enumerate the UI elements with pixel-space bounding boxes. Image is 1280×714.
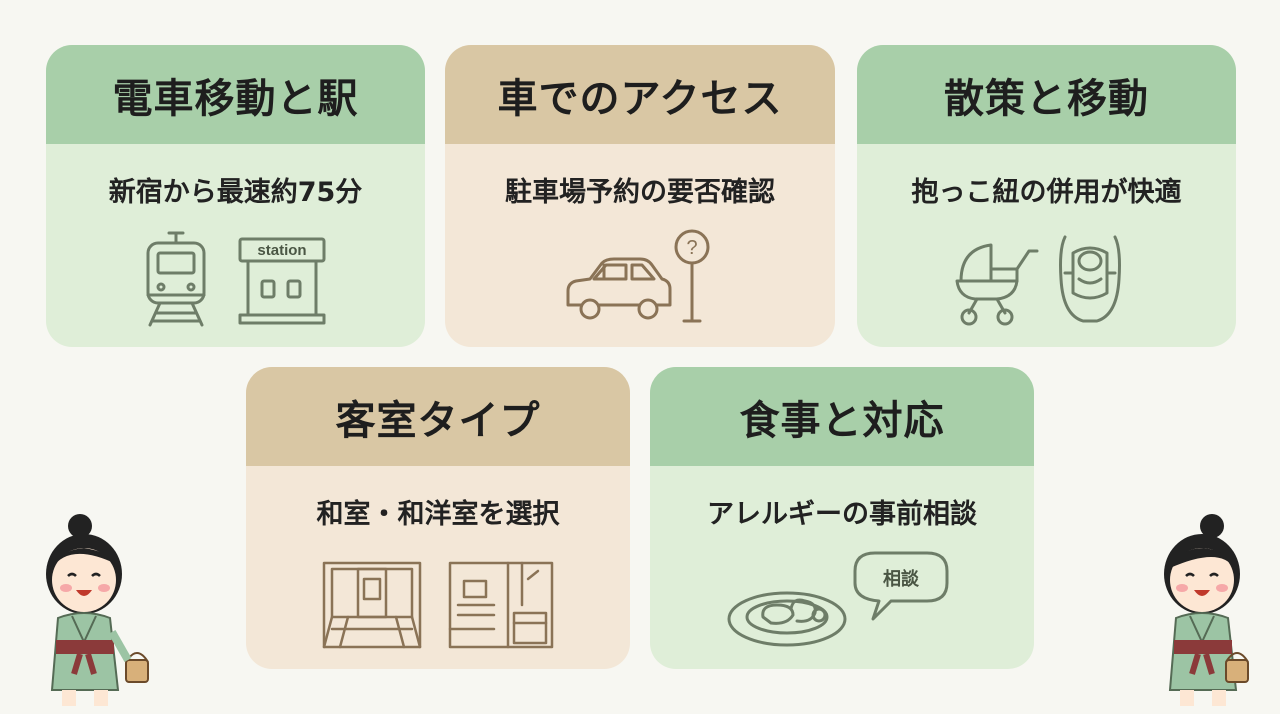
mascot-girl-icon (1164, 514, 1249, 706)
card-illustration: 相談 (650, 547, 1034, 651)
card-title: 散策と移動 (857, 45, 1236, 144)
card-meals: 食事と対応 アレルギーの事前相談 相談 (650, 367, 1034, 669)
svg-text:相談: 相談 (883, 568, 920, 590)
card-title: 客室タイプ (246, 367, 630, 466)
western-room-icon (448, 561, 554, 649)
card-subtitle: 和室・和洋室を選択 (316, 499, 560, 530)
baby-carrier-icon (1058, 235, 1121, 323)
card-illustration: station (46, 229, 425, 329)
station-icon: station (238, 237, 325, 325)
card-illustration (246, 559, 630, 651)
car-icon (566, 257, 672, 320)
stroller-icon (955, 243, 1038, 326)
mascot-girl-icon (46, 514, 149, 706)
train-icon (146, 231, 205, 327)
card-subtitle: アレルギーの事前相談 (707, 499, 977, 530)
card-illustration (857, 229, 1236, 329)
card-room-type: 客室タイプ 和室・和洋室を選択 (246, 367, 630, 669)
card-title: 電車移動と駅 (46, 45, 425, 144)
japanese-room-icon (322, 561, 422, 649)
card-car-access: 車でのアクセス 駐車場予約の要否確認 ? (445, 45, 835, 347)
card-title: 車でのアクセス (445, 45, 835, 144)
card-subtitle: 駐車場予約の要否確認 (505, 177, 775, 208)
svg-text:?: ? (686, 237, 697, 259)
svg-text:station: station (257, 242, 306, 259)
speech-bubble-icon: 相談 (853, 551, 949, 621)
card-title: 食事と対応 (650, 367, 1034, 466)
meal-plate-icon (727, 591, 847, 647)
card-subtitle: 新宿から最速約75分 (108, 177, 363, 208)
card-subtitle: 抱っこ紐の併用が快適 (911, 177, 1182, 208)
card-illustration: ? (445, 229, 835, 329)
question-sign-icon: ? (674, 229, 710, 323)
card-train-station: 電車移動と駅 新宿から最速約75分 (46, 45, 425, 347)
card-walking: 散策と移動 抱っこ紐の併用が快適 (857, 45, 1236, 347)
